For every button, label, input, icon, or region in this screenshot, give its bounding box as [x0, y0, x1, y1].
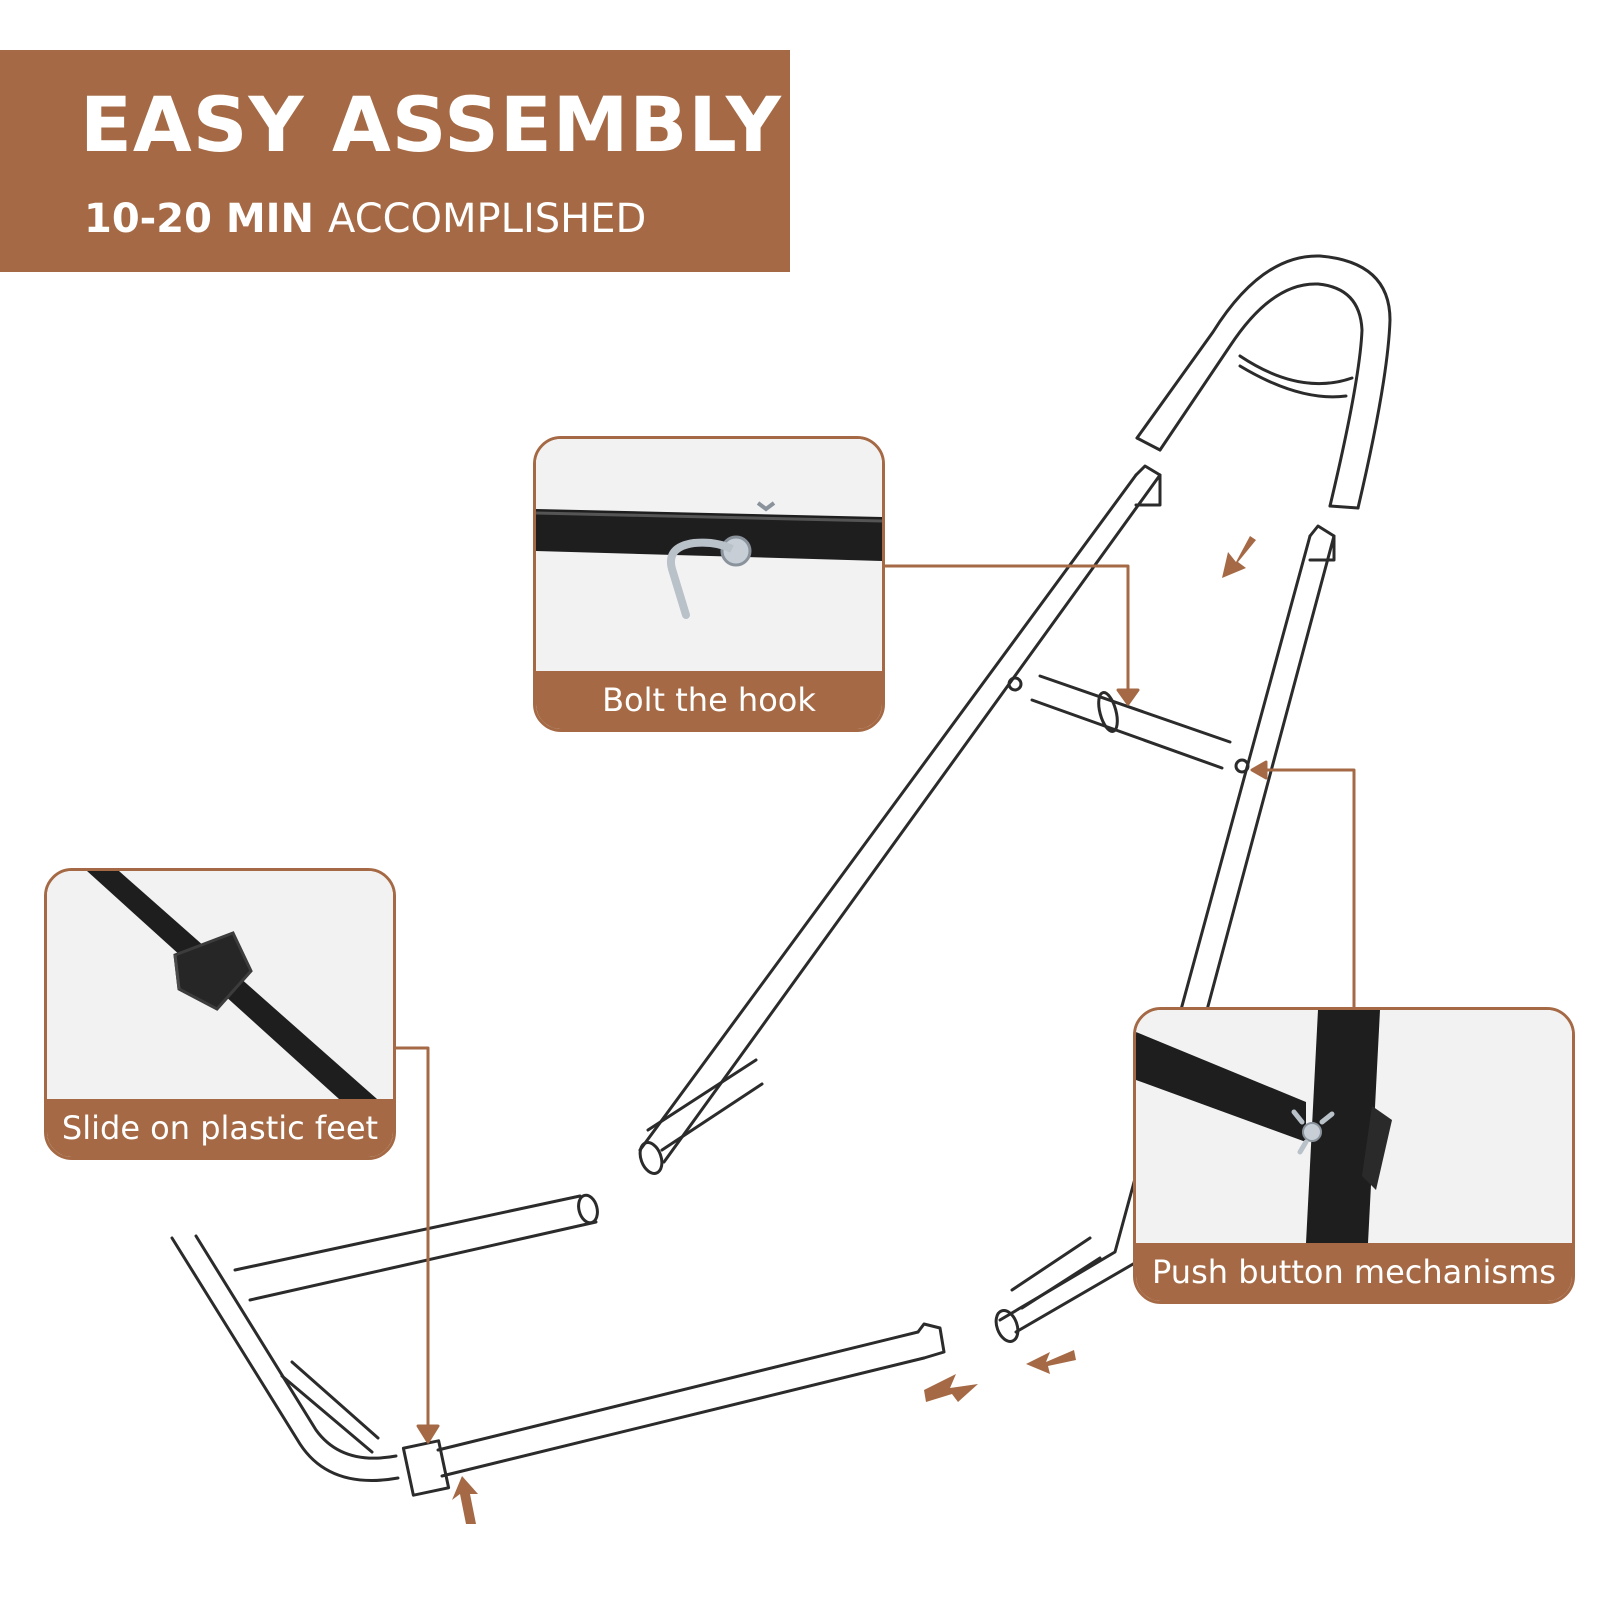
base-brace: [280, 1360, 380, 1454]
base-long-bar-tip: [916, 1322, 946, 1360]
left-upright-tip: [1134, 464, 1162, 507]
push-photo: [1136, 1010, 1572, 1243]
feet-callout-line: [394, 1046, 430, 1432]
base-curve: [170, 1234, 400, 1482]
hook-callout-arrow: [1116, 688, 1140, 706]
arrow-icon: [1222, 536, 1256, 578]
top-arch-end-right: [1328, 504, 1360, 510]
wing-nut-icon: [1291, 1109, 1335, 1155]
feet-photo: [47, 871, 393, 1099]
left-upright: [638, 473, 1162, 1164]
plastic-foot: [401, 1439, 451, 1497]
top-arch-inner: [1158, 282, 1364, 508]
push-callout-arrow: [1250, 760, 1268, 780]
base-long-bar: [436, 1330, 926, 1478]
right-bolt: [1234, 758, 1250, 774]
callout-bolt-hook: Bolt the hook: [533, 436, 885, 732]
callout-label-feet: Slide on plastic feet: [47, 1099, 393, 1157]
callout-label-hook: Bolt the hook: [536, 671, 882, 729]
top-arch-end-left: [1135, 436, 1162, 452]
feet-callout-arrow: [416, 1424, 440, 1444]
right-foot-brace: [1010, 1236, 1102, 1310]
top-arch: [1135, 254, 1392, 510]
base-cross-bar: [233, 1194, 598, 1302]
subtitle-text: ACCOMPLISHED: [328, 196, 647, 242]
crossbar: [1030, 674, 1232, 770]
page-subtitle: 10-20 MIN ACCOMPLISHED: [84, 196, 646, 242]
arrow-icon: [452, 1476, 478, 1524]
callout-label-push: Push button mechanisms: [1136, 1243, 1572, 1301]
top-arch-brace: [1238, 354, 1354, 386]
left-foot-brace: [646, 1058, 764, 1152]
hook-icon: [667, 501, 776, 619]
left-foot-end: [638, 1141, 664, 1175]
base-cross-end: [577, 1193, 599, 1225]
right-upright-tip: [1308, 524, 1336, 562]
hook-callout-line: [883, 564, 1130, 696]
arrow-icon: [1026, 1350, 1076, 1374]
plastic-foot-icon: [173, 931, 253, 1011]
left-bolt: [1007, 676, 1023, 692]
hook-photo: [536, 439, 882, 671]
callout-push-button: Push button mechanisms: [1133, 1007, 1575, 1304]
page-title: EASY ASSEMBLY: [80, 80, 782, 169]
header-banner: [0, 50, 790, 272]
crossbar-joint: [1097, 691, 1119, 733]
callout-plastic-feet: Slide on plastic feet: [44, 868, 396, 1160]
top-arch-brace-2: [1238, 364, 1348, 399]
arrow-icon: [924, 1374, 978, 1402]
right-foot-end: [994, 1309, 1020, 1343]
assembly-time: 10-20 MIN: [84, 196, 315, 242]
push-callout-line: [1258, 768, 1356, 1009]
